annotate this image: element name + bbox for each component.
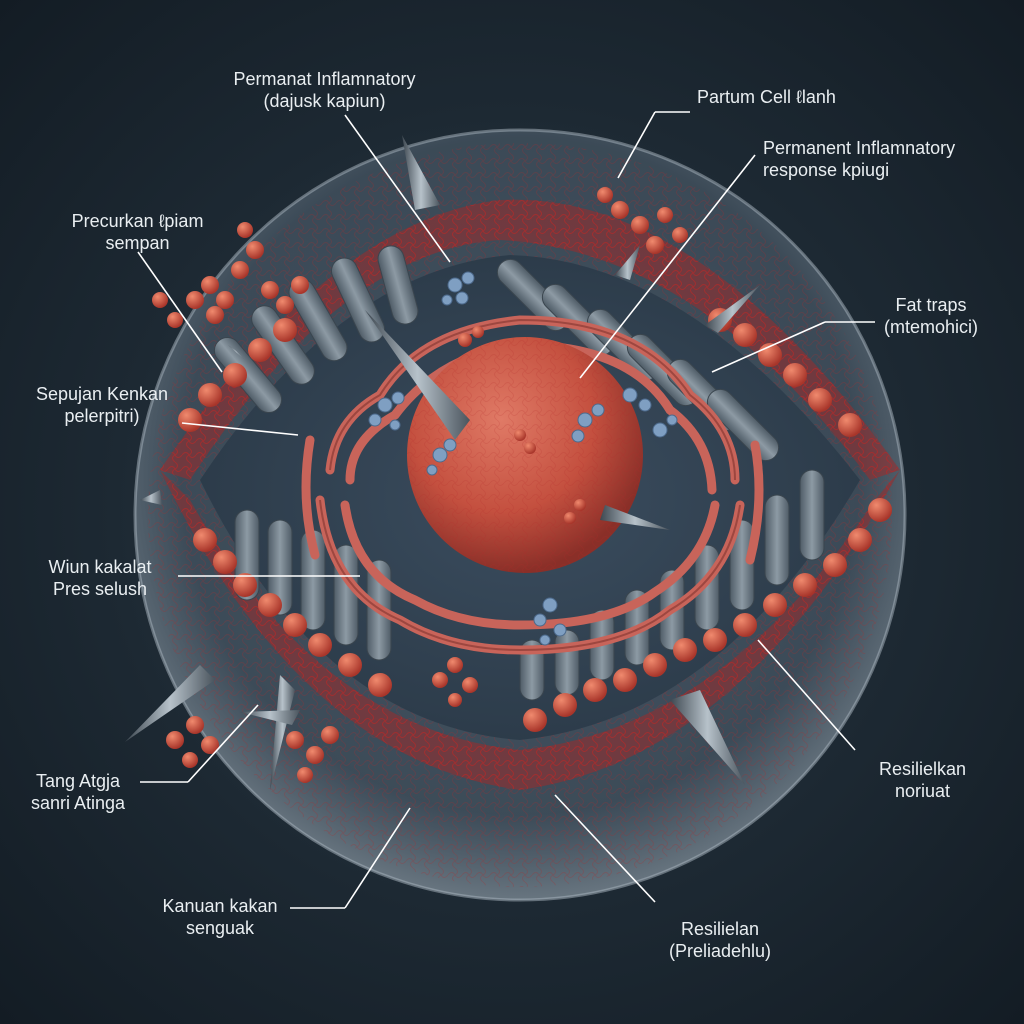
protein-clusters	[368, 271, 678, 646]
leader-lines	[137, 111, 875, 909]
label-permanat-inflamnatory: Permanat Inflamnatory(dajusk kapiun)	[233, 69, 416, 111]
vesicle-beads	[178, 308, 892, 732]
label-partum-cell: Partum Cell ℓlanh	[697, 87, 836, 107]
label-fat-traps: Fat traps(mtemohici)	[883, 295, 978, 337]
organelle-rods-upper	[213, 245, 780, 462]
label-resilielan: Resilielan(Preliadehlu)	[668, 919, 772, 961]
membrane-spikes	[125, 135, 760, 790]
granule-clusters	[152, 187, 688, 783]
